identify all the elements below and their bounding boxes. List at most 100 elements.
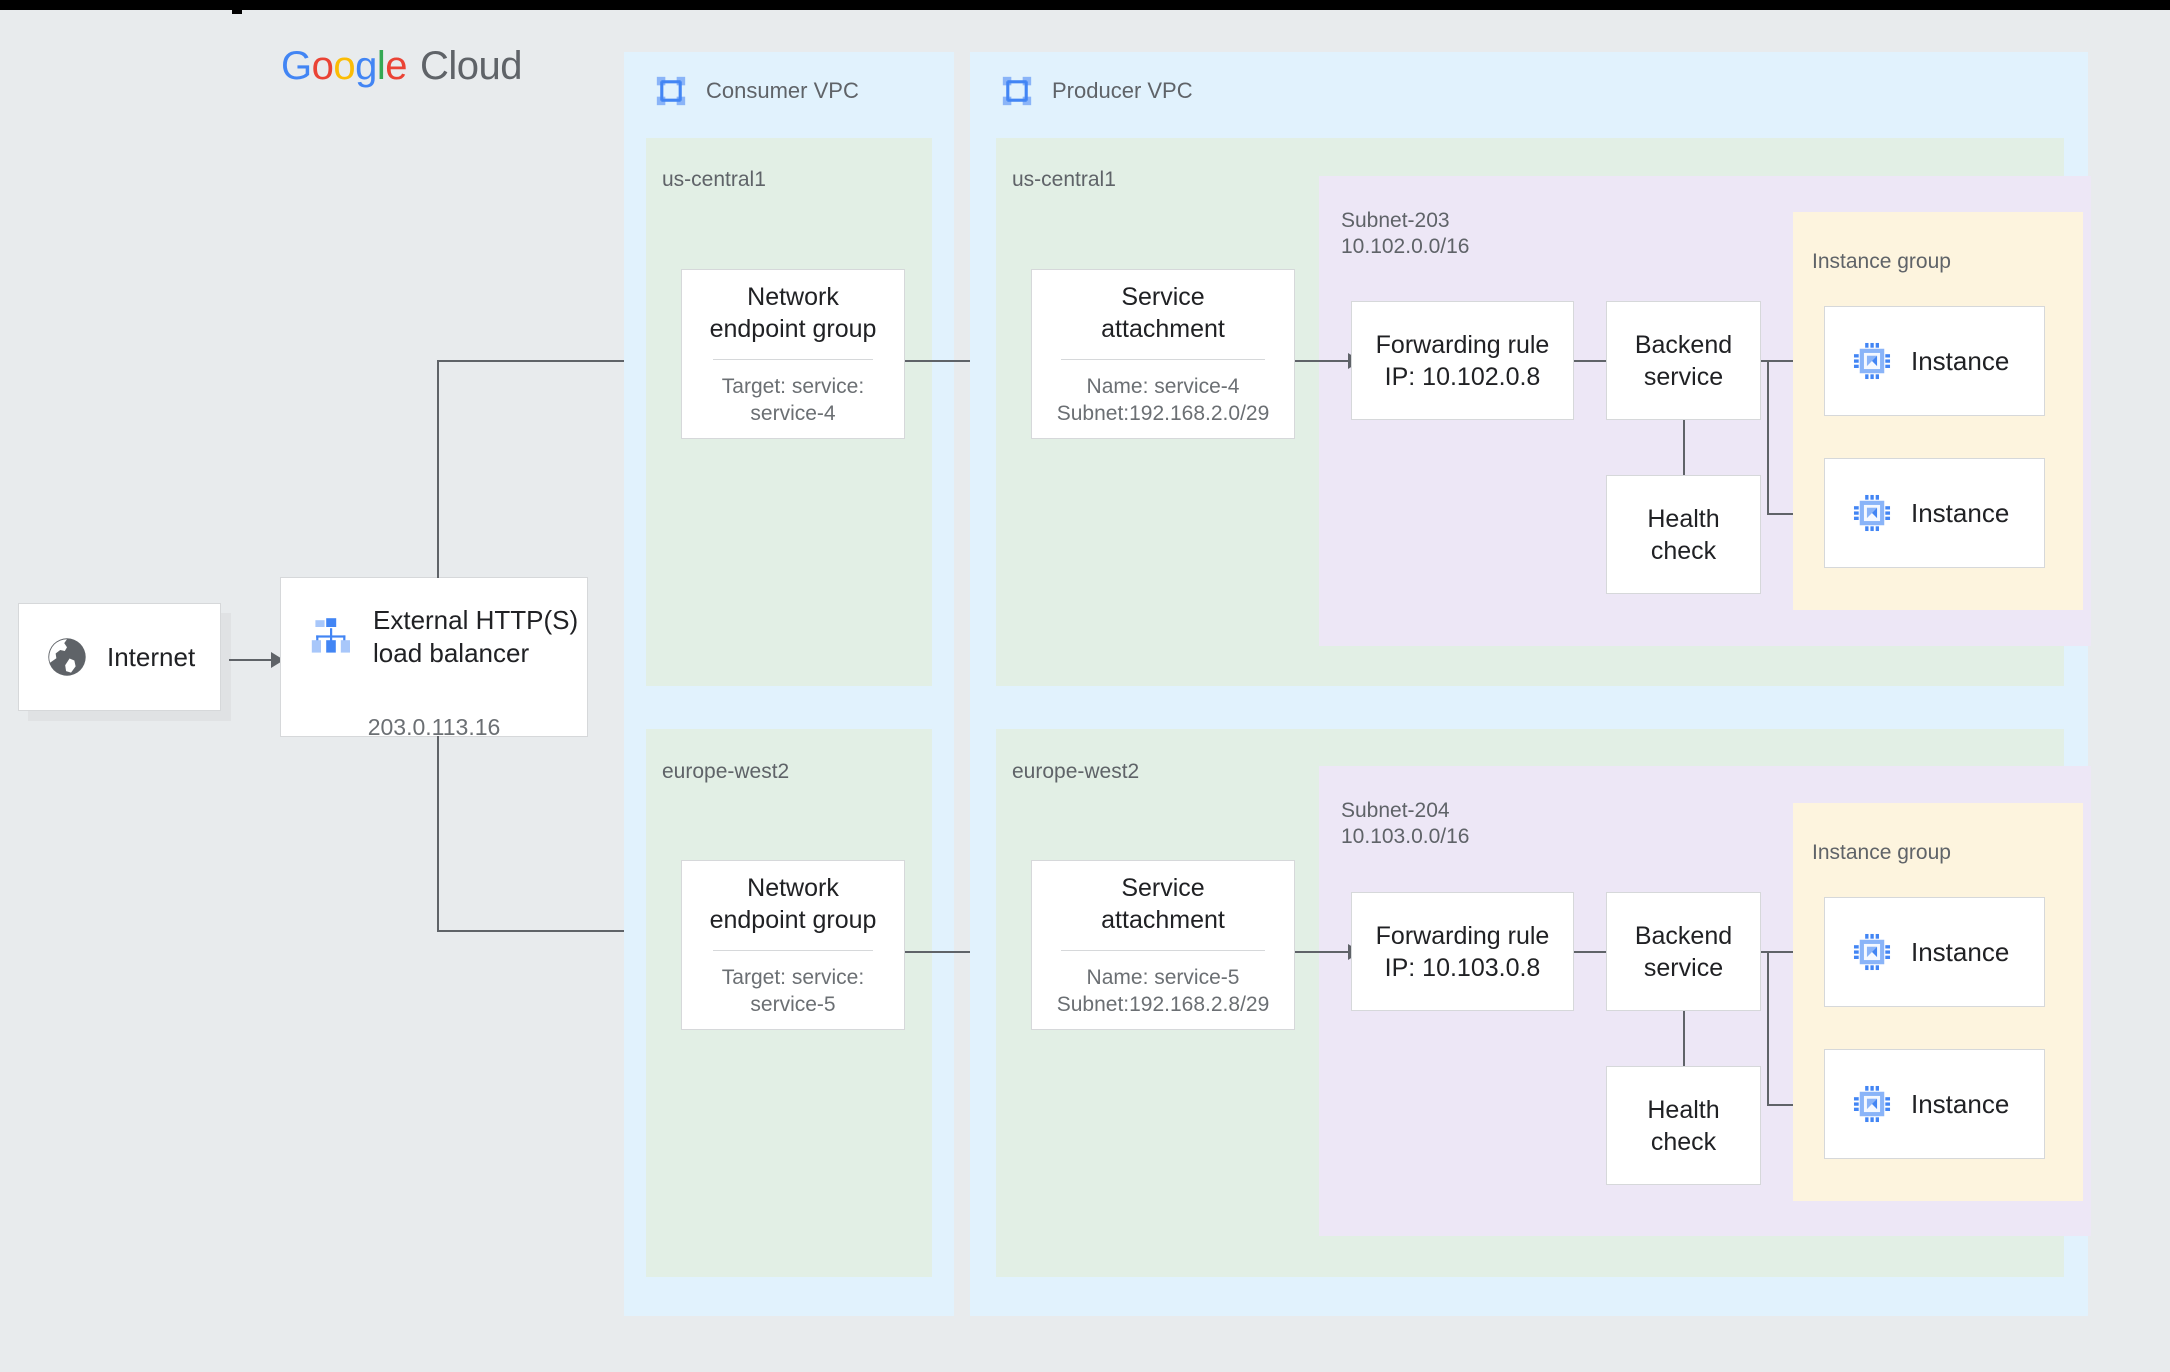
service-attachment-card-us-central1: Service attachment Name: service-4 Subne… bbox=[1031, 269, 1295, 439]
logo-letter-o1: o bbox=[311, 44, 334, 88]
consumer-vpc-header: Consumer VPC bbox=[654, 74, 859, 108]
connector-lb-trunk-down bbox=[437, 736, 439, 932]
internet-card: Internet bbox=[18, 603, 221, 711]
fr-title-line1-top: Forwarding rule bbox=[1375, 330, 1550, 359]
instance-label-us-central1-1: Instance bbox=[1911, 345, 2010, 376]
bs-title-line2-bottom: service bbox=[1643, 953, 1724, 982]
hc-title-line1-top: Health bbox=[1647, 504, 1720, 533]
top-black-bar bbox=[0, 0, 2170, 10]
load-balancer-title-line1: External HTTP(S) bbox=[373, 605, 579, 635]
neg-title-line1-top: Network bbox=[747, 283, 839, 312]
sa-divider-top bbox=[1061, 359, 1265, 361]
fr-title-line1-bottom: Forwarding rule bbox=[1375, 921, 1550, 950]
connector-fr-to-bs-top bbox=[1574, 360, 1617, 362]
internet-label: Internet bbox=[107, 641, 196, 672]
google-cloud-logo: Google Cloud bbox=[281, 44, 523, 89]
neg-divider-bottom bbox=[713, 950, 873, 952]
sa-title-line2-bottom: attachment bbox=[1101, 906, 1225, 935]
vm-instance-icon bbox=[1851, 492, 1893, 534]
neg-title-line2-top: endpoint group bbox=[709, 315, 877, 344]
connector-bs-elbow-horizontal-top bbox=[1767, 513, 1805, 515]
connector-sa-to-fr-top bbox=[1295, 360, 1350, 362]
forwarding-rule-card-europe-west2: Forwarding rule IP: 10.103.0.8 bbox=[1351, 892, 1574, 1011]
connector-bs-to-instance1-bottom bbox=[1761, 951, 1805, 953]
external-load-balancer-card: External HTTP(S) load balancer 203.0.113… bbox=[280, 577, 588, 740]
health-check-card-europe-west2: Health check bbox=[1606, 1066, 1761, 1185]
vpc-icon bbox=[654, 74, 688, 108]
connector-lb-to-neg-bottom bbox=[437, 930, 662, 932]
vm-instance-icon bbox=[1851, 1083, 1893, 1125]
connector-bs-elbow-vertical-bottom bbox=[1767, 953, 1769, 1105]
backend-service-card-us-central1: Backend service bbox=[1606, 301, 1761, 420]
instance-card-europe-west2-2: Instance bbox=[1824, 1049, 2045, 1159]
fr-title-line2-top: IP: 10.102.0.8 bbox=[1384, 362, 1541, 391]
connector-neg-to-sa-top bbox=[905, 360, 1010, 362]
connector-sa-to-fr-bottom bbox=[1295, 951, 1350, 953]
subnet-204-label: Subnet-204 10.103.0.0/16 bbox=[1341, 798, 1469, 849]
instance-card-europe-west2-1: Instance bbox=[1824, 897, 2045, 1007]
instance-group-label-us-central1: Instance group bbox=[1812, 250, 1951, 273]
neg-title-line1-bottom: Network bbox=[747, 874, 839, 903]
subnet-203-cidr: 10.102.0.0/16 bbox=[1341, 234, 1470, 258]
hc-title-line2-top: check bbox=[1650, 536, 1717, 565]
subnet-203-label: Subnet-203 10.102.0.0/16 bbox=[1341, 208, 1469, 259]
service-attachment-card-europe-west2: Service attachment Name: service-5 Subne… bbox=[1031, 860, 1295, 1030]
sa-title-line1-bottom: Service bbox=[1121, 874, 1205, 903]
sa-sub-line1-bottom: Name: service-5 bbox=[1086, 966, 1240, 990]
neg-divider-top bbox=[713, 359, 873, 361]
producer-vpc-label: Producer VPC bbox=[1052, 78, 1193, 103]
network-endpoint-group-card-us-central1: Network endpoint group Target: service: … bbox=[681, 269, 905, 439]
sa-title-line1-top: Service bbox=[1121, 283, 1205, 312]
producer-vpc-header: Producer VPC bbox=[1000, 74, 1193, 108]
instance-label-europe-west2-1: Instance bbox=[1911, 936, 2010, 967]
bs-title-line1-bottom: Backend bbox=[1634, 921, 1733, 950]
logo-letter-g2: g bbox=[355, 44, 377, 88]
neg-title-line2-bottom: endpoint group bbox=[709, 906, 877, 935]
logo-letter-e: e bbox=[385, 44, 408, 88]
load-balancer-icon bbox=[307, 613, 355, 661]
sa-sub-line2-top: Subnet:192.168.2.0/29 bbox=[1056, 401, 1270, 425]
hc-title-line1-bottom: Health bbox=[1647, 1095, 1720, 1124]
fr-title-line2-bottom: IP: 10.103.0.8 bbox=[1384, 953, 1541, 982]
instance-label-europe-west2-2: Instance bbox=[1911, 1088, 2010, 1119]
connector-bs-to-hc-bottom bbox=[1683, 1011, 1685, 1066]
load-balancer-title-line2: load balancer bbox=[373, 638, 530, 669]
neg-sub-line2-bottom: service-5 bbox=[750, 992, 836, 1016]
logo-letter-g1: G bbox=[281, 44, 312, 88]
connector-bs-elbow-vertical-top bbox=[1767, 362, 1769, 514]
logo-letter-l: l bbox=[376, 44, 386, 88]
logo-word-cloud: Cloud bbox=[420, 44, 523, 88]
hc-title-line2-bottom: check bbox=[1650, 1127, 1717, 1156]
instance-label-us-central1-2: Instance bbox=[1911, 497, 2010, 528]
connector-internet-to-lb bbox=[229, 659, 273, 661]
subnet-204-name: Subnet-204 bbox=[1341, 799, 1450, 822]
instance-group-label-europe-west2: Instance group bbox=[1812, 841, 1951, 864]
instance-card-us-central1-2: Instance bbox=[1824, 458, 2045, 568]
connector-bs-elbow-horizontal-bottom bbox=[1767, 1104, 1805, 1106]
logo-letter-o2: o bbox=[333, 44, 356, 88]
subnet-203-name: Subnet-203 bbox=[1341, 209, 1450, 232]
consumer-region-label-us-central1: us-central1 bbox=[662, 168, 766, 191]
consumer-vpc-label: Consumer VPC bbox=[706, 78, 859, 103]
connector-lb-trunk-up bbox=[437, 360, 439, 578]
connector-lb-to-neg-top bbox=[437, 360, 662, 362]
neg-sub-line1-top: Target: service: bbox=[721, 375, 865, 399]
connector-bs-to-hc-top bbox=[1683, 420, 1685, 475]
consumer-region-label-europe-west2: europe-west2 bbox=[662, 760, 790, 783]
top-bar-notch bbox=[232, 0, 242, 14]
globe-icon bbox=[45, 635, 89, 679]
health-check-card-us-central1: Health check bbox=[1606, 475, 1761, 594]
vm-instance-icon bbox=[1851, 340, 1893, 382]
neg-sub-line1-bottom: Target: service: bbox=[721, 966, 865, 990]
sa-title-line2-top: attachment bbox=[1101, 315, 1225, 344]
vm-instance-icon bbox=[1851, 931, 1893, 973]
vpc-icon bbox=[1000, 74, 1034, 108]
sa-sub-line2-bottom: Subnet:192.168.2.8/29 bbox=[1056, 992, 1270, 1016]
connector-bs-to-instance1-top bbox=[1761, 360, 1805, 362]
sa-sub-line1-top: Name: service-4 bbox=[1086, 375, 1240, 399]
instance-card-us-central1-1: Instance bbox=[1824, 306, 2045, 416]
subnet-204-cidr: 10.103.0.0/16 bbox=[1341, 824, 1470, 848]
bs-title-line1-top: Backend bbox=[1634, 330, 1733, 359]
load-balancer-ip: 203.0.113.16 bbox=[367, 713, 501, 740]
connector-neg-to-sa-bottom bbox=[905, 951, 1010, 953]
